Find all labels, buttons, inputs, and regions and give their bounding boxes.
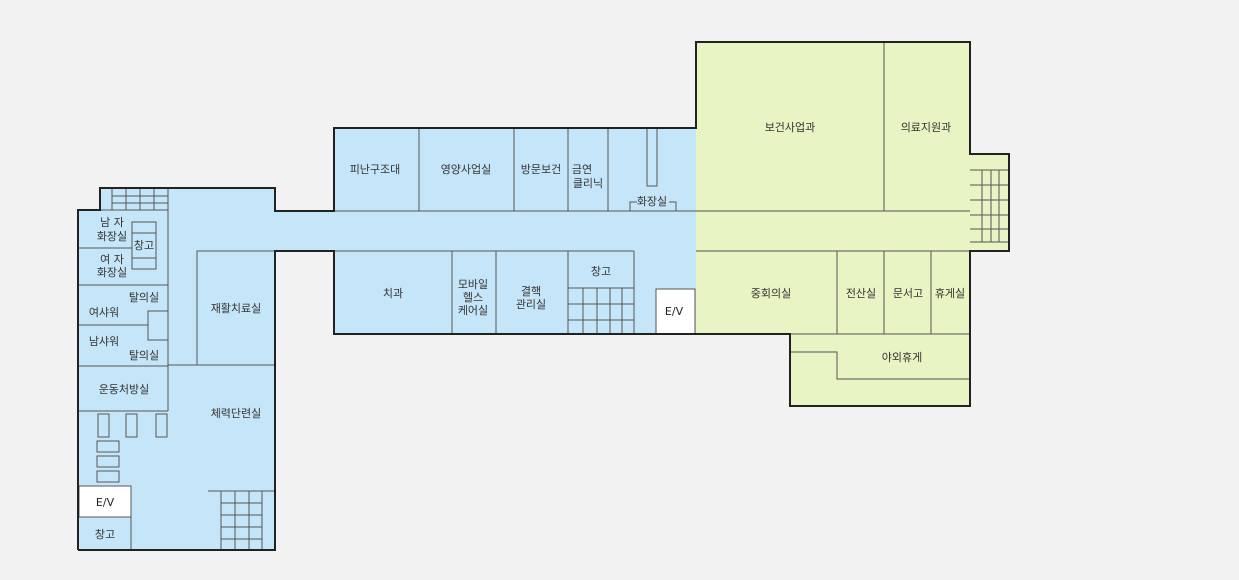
label-archive: 문서고: [893, 287, 923, 300]
elevator-left: [78, 485, 132, 518]
label-mobile-1: 모바일: [458, 277, 488, 291]
label-men-restroom-1: 남 자: [100, 216, 124, 229]
bottom-row-blue: [334, 251, 696, 334]
label-men-restroom-2: 화장실: [97, 230, 127, 243]
label-conference: 중회의실: [751, 287, 791, 300]
label-mobile-2: 헬스: [463, 291, 483, 304]
label-women-restroom-2: 화장실: [97, 266, 127, 279]
right-main-green: [696, 42, 970, 334]
label-mobile-3: 케어실: [458, 304, 488, 317]
label-rehab: 재활치료실: [211, 301, 262, 315]
label-locker-bottom: 탈의실: [129, 349, 159, 362]
label-men-shower: 남샤워: [89, 335, 119, 348]
label-nutrition: 영양사업실: [441, 163, 492, 176]
label-dental: 치과: [383, 287, 403, 300]
label-medical-support: 의료지원과: [901, 121, 952, 134]
label-tb-2: 관리실: [516, 298, 546, 311]
label-locker-top: 탈의실: [129, 291, 159, 304]
green-zone: [696, 42, 1009, 406]
blue-zone: [78, 128, 696, 550]
top-row-blue: [334, 128, 696, 211]
label-storage-bottom: 창고: [95, 528, 115, 541]
label-ev-left: E/V: [96, 496, 115, 509]
label-health-projects: 보건사업과: [765, 121, 816, 134]
label-outdoor-lounge: 야외휴게: [882, 351, 922, 364]
label-it-room: 전산실: [846, 287, 876, 300]
label-lounge: 휴게실: [935, 287, 965, 300]
interior-lines: [78, 42, 1009, 550]
label-evacuation: 피난구조대: [350, 163, 401, 176]
label-fitness: 체력단련실: [211, 407, 262, 420]
label-smoking-clinic-1: 금연: [572, 163, 592, 176]
outdoor-green: [790, 334, 970, 406]
label-restroom-top: 화장실: [637, 195, 667, 208]
label-women-shower: 여샤워: [89, 306, 119, 319]
label-tb-1: 결핵: [521, 285, 541, 298]
label-visiting-health: 방문보건: [521, 163, 561, 176]
label-storage-left: 창고: [134, 239, 154, 252]
east-stair-green: [970, 154, 1009, 251]
label-smoking-clinic-2: 클리닉: [573, 177, 603, 190]
corridor-blue: [275, 211, 696, 251]
label-storage-mid: 창고: [591, 265, 611, 278]
elevator-mid: [655, 288, 696, 335]
label-women-restroom-1: 여 자: [100, 253, 124, 266]
label-exercise-rx: 운동처방실: [99, 383, 150, 396]
main-outline-top: [77, 41, 1010, 551]
room-labels: 피난구조대 영양사업실 방문보건 금연 클리닉 화장실 보건사업과 의료지원과 …: [89, 121, 965, 541]
outer-walls: [77, 41, 1010, 551]
label-ev-mid: E/V: [665, 305, 684, 318]
left-wing: [78, 188, 275, 550]
